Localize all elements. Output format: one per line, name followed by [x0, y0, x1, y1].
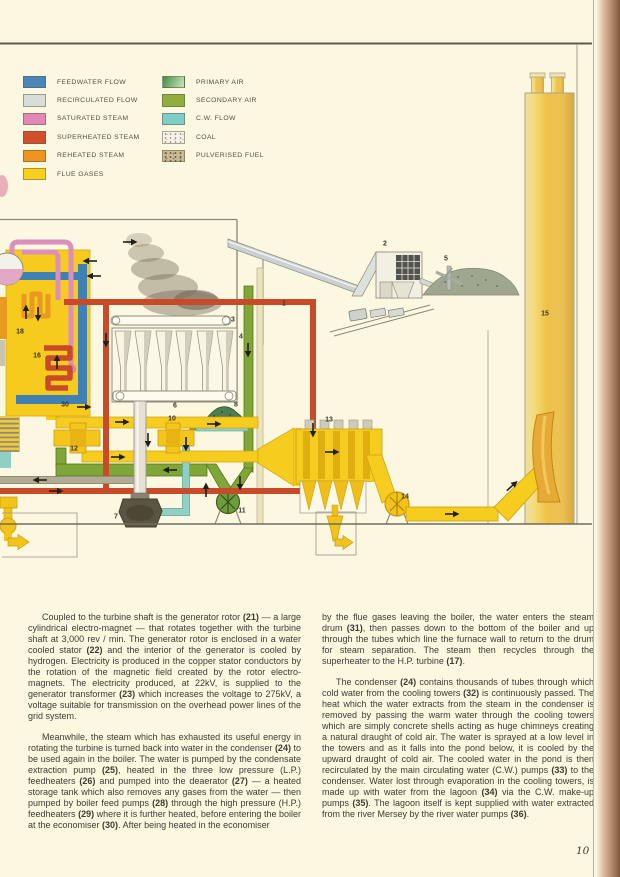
legend-swatch — [23, 167, 46, 181]
legend-label: REHEATED STEAM — [57, 152, 125, 160]
left-column: Coupled to the turbine shaft is the gene… — [28, 612, 301, 831]
legend-label: FLUE GASES — [57, 170, 104, 178]
coal-bunkers — [110, 315, 238, 403]
paragraph: Coupled to the turbine shaft is the gene… — [28, 612, 302, 721]
legend-item: COAL — [162, 128, 301, 146]
flue-duct — [405, 411, 561, 522]
page-edge-line — [593, 0, 594, 877]
legend-item: PULVERISED FUEL — [162, 147, 301, 165]
legend: FEEDWATER FLOW RECIRCULATED FLOW SATURATED… — [23, 73, 301, 183]
legend-item: C.W. FLOW — [162, 110, 301, 128]
boiler — [0, 239, 91, 468]
legend-item: REHEATED STEAM — [23, 147, 162, 165]
legend-label: SECONDARY AIR — [196, 97, 257, 105]
legend-swatch — [23, 149, 46, 162]
paragraph: The condenser (24) contains thousands of… — [322, 677, 595, 819]
conveyor-6 — [112, 390, 237, 402]
legend-label: SATURATED STEAM — [57, 115, 129, 123]
precipitator-13 — [295, 419, 397, 514]
legend-label: PRIMARY AIR — [196, 78, 244, 86]
legend-swatch — [162, 94, 185, 107]
saturated-steam-pipe — [9, 239, 74, 366]
page-edge — [596, 0, 620, 877]
primary-air-pipe — [158, 446, 190, 516]
legend-label: SUPERHEATED STEAM — [57, 133, 140, 141]
legend-item: FLUE GASES — [23, 165, 162, 183]
pulverised-fuel-pipe — [0, 476, 135, 484]
legend-col-left: FEEDWATER FLOW RECIRCULATED FLOW SATURATED… — [23, 73, 162, 183]
right-column: by the flue gases leaving the boiler, th… — [322, 612, 594, 820]
legend-col-right: PRIMARY AIR SECONDARY AIR C.W. FLOW COAL PUL… — [162, 73, 301, 183]
air-heater-12 — [53, 422, 101, 454]
air-heater-10 — [157, 422, 195, 454]
legend-swatch — [162, 149, 185, 162]
grit-hopper-outlet — [315, 504, 357, 556]
ash-handling-left — [0, 496, 78, 558]
legend-label: C.W. FLOW — [196, 115, 236, 123]
legend-swatch — [162, 112, 185, 126]
legend-item: FEEDWATER FLOW — [23, 73, 162, 91]
paragraph: by the flue gases leaving the boiler, th… — [322, 612, 594, 666]
feedwater-pipe — [78, 264, 87, 404]
coal-handling-plant — [227, 238, 520, 337]
legend-swatch — [162, 131, 185, 144]
pulveriser-mill-7 — [118, 400, 163, 528]
legend-label: COAL — [196, 133, 217, 141]
page-number: 10 — [576, 845, 590, 857]
legend-swatch — [23, 75, 46, 89]
paragraph: Meanwhile, the steam which has exhausted… — [28, 732, 301, 830]
superheater-coil-16 — [44, 345, 73, 391]
coal-train — [348, 307, 405, 322]
legend-label: FEEDWATER FLOW — [57, 78, 127, 86]
legend-item: SUPERHEATED STEAM — [23, 128, 162, 146]
id-fan-14 — [384, 491, 410, 525]
legend-item: PRIMARY AIR — [162, 73, 301, 91]
conveyor-3 — [110, 315, 232, 326]
legend-swatch — [162, 75, 185, 89]
legend-item: RECIRCULATED FLOW — [23, 91, 162, 109]
legend-label: PULVERISED FUEL — [196, 152, 264, 160]
legend-label: RECIRCULATED FLOW — [57, 97, 138, 105]
legend-swatch — [23, 112, 46, 126]
legend-item: SECONDARY AIR — [162, 91, 301, 109]
legend-swatch — [23, 94, 46, 107]
legend-swatch — [23, 131, 46, 144]
legend-item: SATURATED STEAM — [23, 110, 162, 128]
